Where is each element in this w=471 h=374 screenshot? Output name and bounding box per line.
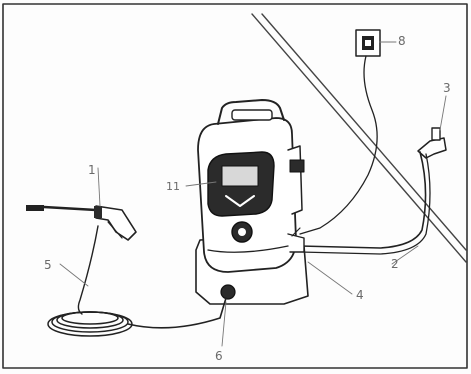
callout-1: 1 (88, 164, 96, 176)
callout-2: 2 (391, 258, 399, 270)
callout-11: 11 (166, 181, 180, 192)
callout-3: 3 (443, 82, 451, 94)
pressure-washer-icon (196, 100, 308, 304)
wall-socket-icon (300, 30, 380, 234)
callout-8: 8 (398, 35, 406, 47)
callout-5: 5 (44, 259, 52, 271)
water-tap-icon (300, 128, 446, 254)
spray-gun-icon (26, 205, 136, 240)
callout-4: 4 (356, 289, 364, 301)
callout-6: 6 (215, 350, 223, 362)
